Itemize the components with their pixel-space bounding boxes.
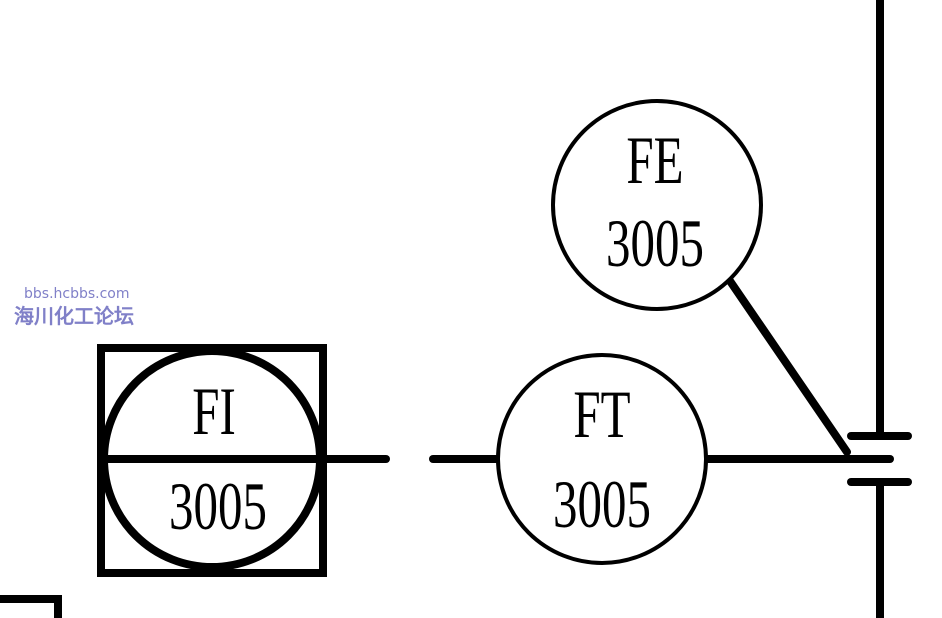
- fi-indicator-symbol: FI 3005: [97, 344, 327, 577]
- fi-function-label: FI: [192, 373, 236, 449]
- fe-instrument-bubble: FE 3005: [551, 99, 763, 311]
- ft-number-label: 3005: [553, 466, 651, 542]
- fi-number-label: 3005: [169, 468, 267, 544]
- partial-box-bottom-left: [0, 595, 62, 618]
- watermark-name: 海川化工论坛: [14, 304, 134, 328]
- watermark-url: bbs.hcbbs.com: [24, 286, 130, 302]
- ft-function-label: FT: [573, 376, 630, 452]
- forum-watermark: bbs.hcbbs.com 海川化工论坛: [14, 287, 134, 326]
- fe-number-label: 3005: [606, 205, 704, 281]
- ft-instrument-bubble: FT 3005: [496, 353, 708, 565]
- fe-function-label: FE: [626, 122, 683, 198]
- fe-leader-line: [726, 277, 851, 456]
